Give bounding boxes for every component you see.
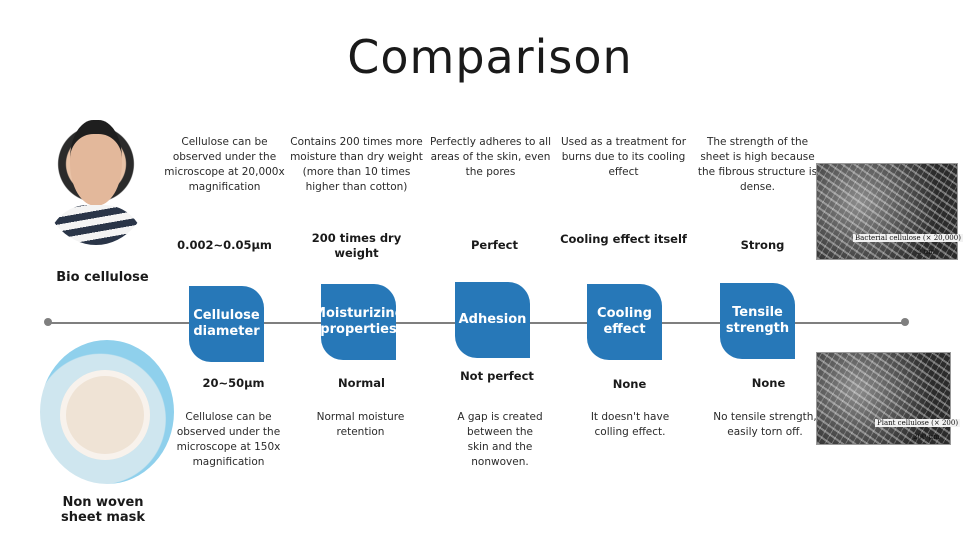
column-4-category-box: Cooling effect [587,284,662,360]
column-4-top-value: Cooling effect itself [560,232,687,246]
column-3-bottom-value: Not perfect [460,369,534,383]
column-3-top-description: Perfectly adheres to all areas of the sk… [430,136,551,178]
column-3-bottom-description: A gap is created between the skin and th… [457,411,543,468]
column-1-bottom-value: 20~50μm [202,376,265,390]
column-4-bottom-description: It doesn't have colling effect. [590,411,670,438]
column-5-category-box: Tensile strength [720,283,795,359]
column-1-category-box: Cellulose diameter [189,286,264,362]
column-1-bottom-description: Cellulose can be observed under the micr… [176,411,281,468]
column-3-top-value: Perfect [470,238,519,252]
sheet-mask-person-photo [40,340,174,484]
column-4-top-description: Used as a treatment for burns due to its… [560,136,687,178]
column-5-top-value: Strong [740,238,785,252]
column-5-bottom-description: No tensile strength, easily torn off. [713,411,817,438]
page-title: Comparison [347,30,633,84]
non-woven-sheet-mask-label: Non woven sheet mask [60,495,146,525]
column-4-bottom-value: None [612,377,647,391]
column-2-category-box: Moisturizing properties [313,284,404,360]
plant-cellulose-caption: Plant cellulose (× 200) [875,419,961,427]
masked-face-shape [60,370,150,460]
column-1-top-value: 0.002~0.05μm [177,238,272,252]
bacterial-cellulose-scale: 2 μm [917,248,935,256]
column-2-top-description: Contains 200 times more moisture than dr… [290,136,423,193]
striped-shirt-shape [48,205,144,245]
face-shape [70,120,122,206]
column-2-top-value: 200 times dry weight [311,231,402,260]
timeline-start-dot [44,318,52,326]
column-3-category-box: Adhesion [455,282,530,358]
bio-cellulose-person-photo [40,110,152,245]
plant-cellulose-scale: 200 μm [913,433,940,441]
column-2-bottom-description: Normal moisture retention [316,411,405,438]
column-1-top-description: Cellulose can be observed under the micr… [164,136,285,193]
bacterial-cellulose-caption: Bacterial cellulose (× 20,000) [853,234,963,242]
column-2-bottom-value: Normal [338,376,385,390]
bacterial-cellulose-micrograph: Bacterial cellulose (× 20,000) 2 μm [816,163,963,260]
column-5-bottom-value: None [751,376,786,390]
bio-cellulose-label: Bio cellulose [56,270,149,285]
timeline-end-dot [901,318,909,326]
column-5-top-description: The strength of the sheet is high becaus… [697,136,818,193]
plant-cellulose-micrograph: Plant cellulose (× 200) 200 μm [816,352,961,445]
